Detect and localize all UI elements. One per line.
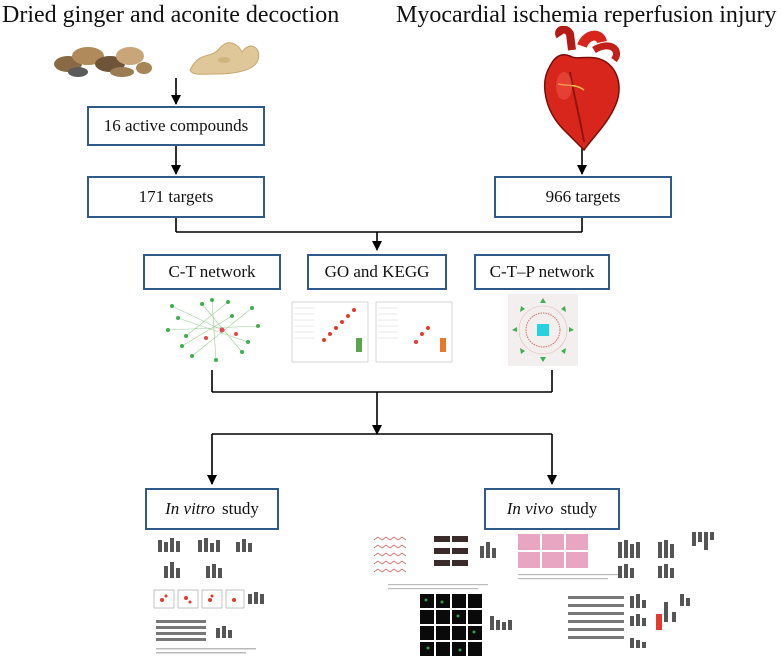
- in-vivo-study-box: In vivo study: [484, 488, 620, 530]
- ginger-image: [180, 30, 270, 80]
- in-vivo-study-label: study: [560, 499, 598, 518]
- in-vivo-figure-thumbnail: [368, 530, 740, 662]
- in-vitro-figure-thumbnail: [150, 534, 270, 658]
- radial-network-thumbnail: [508, 294, 578, 366]
- right-targets-box: 966 targets: [494, 176, 672, 218]
- go-kegg-box: GO and KEGG: [307, 254, 447, 290]
- left-title: Dried ginger and aconite decoction: [2, 2, 340, 28]
- in-vivo-italic-label: In vivo: [506, 499, 554, 518]
- active-compounds-box: 16 active compounds: [87, 106, 265, 146]
- left-targets-box: 171 targets: [87, 176, 265, 218]
- network-graph-thumbnail: [162, 296, 268, 364]
- in-vitro-study-label: study: [222, 499, 259, 518]
- bubble-chart-thumbnail: [290, 298, 458, 368]
- ct-network-box: C-T network: [143, 254, 281, 290]
- in-vitro-study-box: In vitro study: [145, 488, 279, 530]
- in-vitro-italic-label: In vitro: [165, 499, 216, 518]
- ctp-network-box: C-T–P network: [474, 254, 610, 290]
- herb-slices-image: [50, 34, 154, 80]
- right-title: Myocardial ischemia reperfusion injury: [396, 2, 777, 28]
- heart-illustration: [530, 26, 630, 152]
